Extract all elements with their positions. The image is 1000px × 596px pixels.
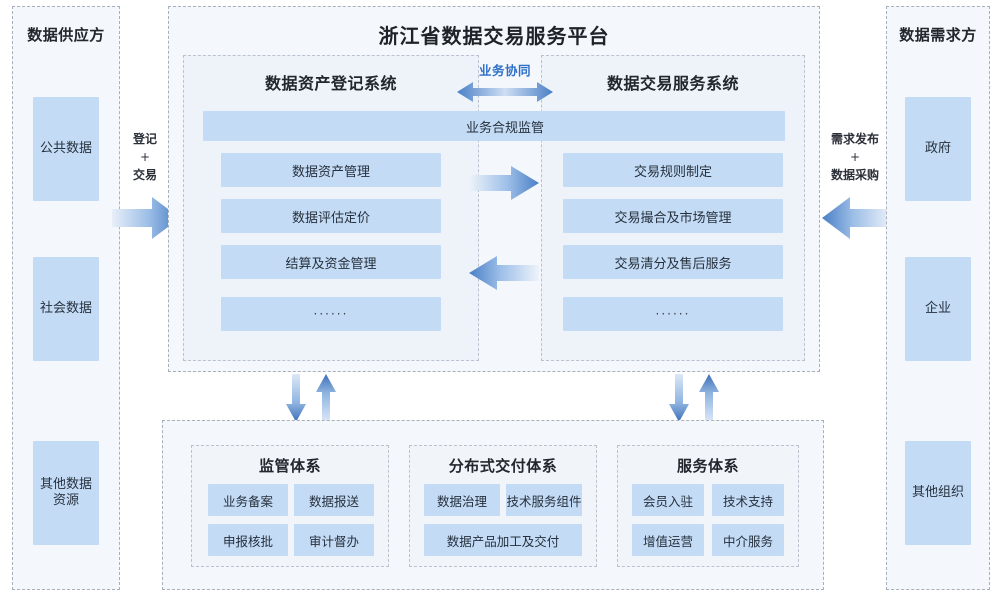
support-group-delivery: 分布式交付体系 数据治理 技术服务组件 数据产品加工及交付 xyxy=(409,445,597,567)
service-chip-4: 中介服务 xyxy=(712,524,784,556)
support-group-supervision: 监管体系 业务备案 数据报送 申报核批 审计督办 xyxy=(191,445,389,567)
system-title-trading: 数据交易服务系统 xyxy=(606,74,739,93)
delivery-chip-1: 数据治理 xyxy=(424,484,500,516)
left-inflow-arrow-icon xyxy=(112,197,180,239)
coordination-double-arrow-icon xyxy=(457,82,553,102)
trading-item-3: 交易清分及售后服务 xyxy=(563,245,783,279)
support-link-arrow-down-right-icon xyxy=(669,374,689,422)
supervision-chip-4: 审计督办 xyxy=(294,524,374,556)
compliance-band xyxy=(203,111,785,141)
support-link-arrow-up-right-icon xyxy=(699,374,719,422)
coordination-label: 业务协同 xyxy=(478,62,531,78)
delivery-chip-2: 技术服务组件 xyxy=(506,484,582,516)
trading-item-more: ······ xyxy=(563,297,783,331)
demand-item-enterprise: 企业 xyxy=(905,257,971,361)
right-connector-line2: 数据采购 xyxy=(830,168,879,182)
supply-side-title: 数据供应方 xyxy=(27,25,105,44)
registration-item-2: 数据评估定价 xyxy=(221,199,441,233)
support-link-arrow-down-left-icon xyxy=(286,374,306,422)
registration-item-3: 结算及资金管理 xyxy=(221,245,441,279)
system-title-registration: 数据资产登记系统 xyxy=(264,74,397,93)
supervision-chip-3: 申报核批 xyxy=(208,524,288,556)
supervision-chip-2: 数据报送 xyxy=(294,484,374,516)
right-inflow-arrow-icon xyxy=(822,197,890,239)
service-chip-1: 会员入驻 xyxy=(632,484,704,516)
supply-side-panel: 数据供应方 公共数据 社会数据 其他数据资源 xyxy=(12,6,120,590)
demand-side-title: 数据需求方 xyxy=(899,25,977,44)
support-group-service: 服务体系 会员入驻 技术支持 增值运营 中介服务 xyxy=(617,445,799,567)
trading-item-1: 交易规则制定 xyxy=(563,153,783,187)
platform-title: 浙江省数据交易服务平台 xyxy=(378,23,610,48)
supply-item-social-data: 社会数据 xyxy=(33,257,99,361)
supply-item-public-data: 公共数据 xyxy=(33,97,99,201)
left-connector-line2: 交易 xyxy=(132,168,157,182)
registration-item-1: 数据资产管理 xyxy=(221,153,441,187)
support-group-service-title: 服务体系 xyxy=(676,456,739,475)
supervision-chip-1: 业务备案 xyxy=(208,484,288,516)
support-link-arrow-up-left-icon xyxy=(316,374,336,422)
right-connector-line1: 需求发布 xyxy=(830,132,879,146)
registration-item-more: ······ xyxy=(221,297,441,331)
support-group-supervision-title: 监管体系 xyxy=(258,456,321,475)
left-connector-label: 登记 + 交易 xyxy=(118,126,172,188)
platform-panel: 浙江省数据交易服务平台 数据资产登记系统 数据交易服务系统 业务协同 业务合规监… xyxy=(168,6,820,372)
support-systems-panel: 监管体系 业务备案 数据报送 申报核批 审计督办 分布式交付体系 数据治理 技术… xyxy=(162,420,824,590)
left-connector-line1: 登记 xyxy=(132,132,157,146)
demand-side-panel: 数据需求方 政府 企业 其他组织 xyxy=(886,6,990,590)
service-chip-3: 增值运营 xyxy=(632,524,704,556)
delivery-chip-3: 数据产品加工及交付 xyxy=(424,524,582,556)
right-connector-label: 需求发布 + 数据采购 xyxy=(822,126,888,188)
system-flow-arrow-left-icon xyxy=(469,256,539,290)
demand-item-government: 政府 xyxy=(905,97,971,201)
trading-item-2: 交易撮合及市场管理 xyxy=(563,199,783,233)
left-connector-plus: + xyxy=(139,150,151,164)
supply-item-other-resources: 其他数据资源 xyxy=(33,441,99,545)
service-chip-2: 技术支持 xyxy=(712,484,784,516)
system-flow-arrow-right-icon xyxy=(469,166,539,200)
demand-item-other-orgs: 其他组织 xyxy=(905,441,971,545)
right-connector-plus: + xyxy=(849,150,861,164)
support-group-delivery-title: 分布式交付体系 xyxy=(448,456,558,475)
compliance-band-label: 业务合规监管 xyxy=(465,120,544,136)
